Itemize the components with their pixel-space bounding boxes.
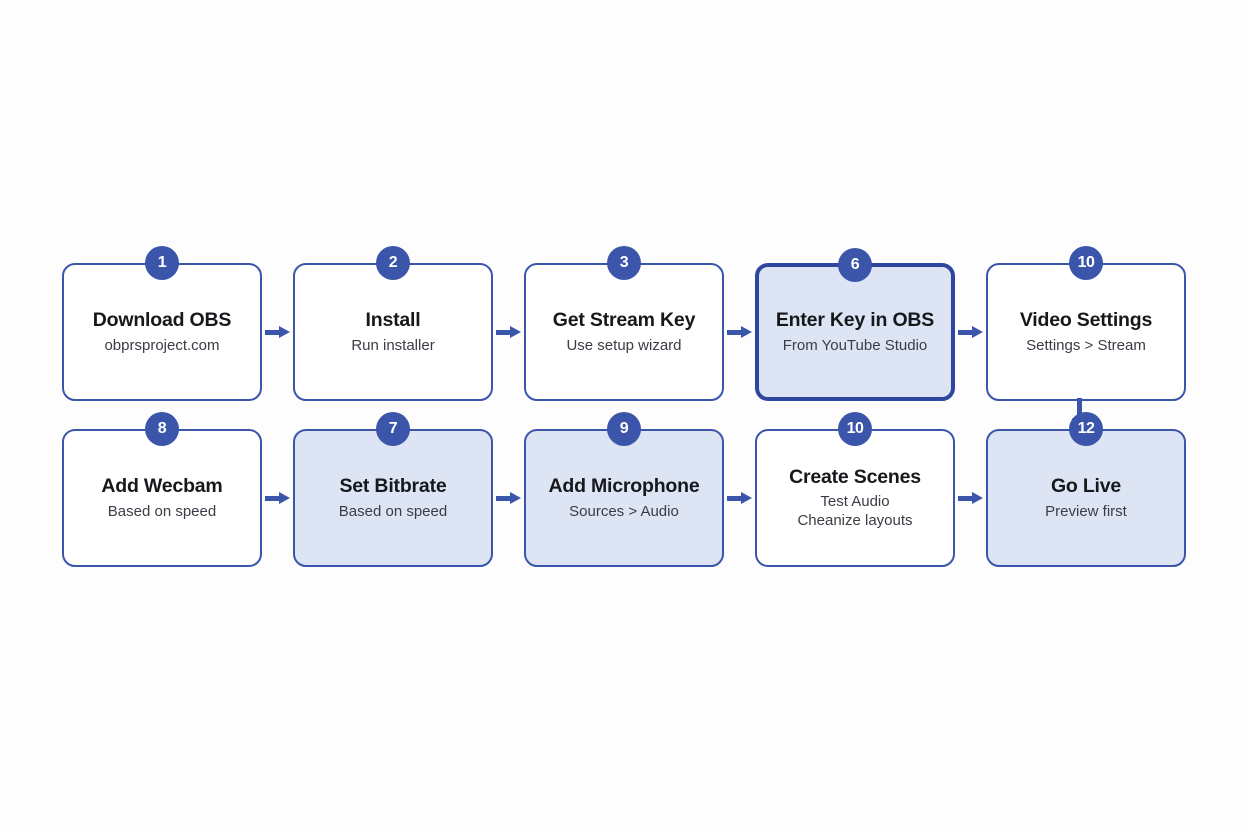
step-number-badge: 10 xyxy=(838,412,872,446)
flow-node-get-stream-key[interactable]: 3 Get Stream Key Use setup wizard xyxy=(524,246,724,401)
node-subtitle: Settings > Stream xyxy=(1026,336,1146,354)
arrow-head xyxy=(741,326,752,338)
flow-node-download-obs[interactable]: 1 Download OBS obprsproject.com xyxy=(62,246,262,401)
step-number-badge: 2 xyxy=(376,246,410,280)
node-title: Add Wecbam xyxy=(101,475,223,498)
arrow-right-icon xyxy=(496,492,521,504)
arrow-head xyxy=(279,492,290,504)
flow-node-set-bitrate[interactable]: 7 Set Bitbrate Based on speed xyxy=(293,412,493,567)
node-subtitle: Based on speed xyxy=(338,502,448,520)
node-title: Install xyxy=(365,309,421,332)
arrow-head xyxy=(972,492,983,504)
flow-row-bottom: 8 Add Wecbam Based on speed 7 Set Bitbra… xyxy=(62,412,1186,567)
flow-node-video-settings[interactable]: 10 Video Settings Settings > Stream xyxy=(986,246,1186,401)
connector-arrow-right xyxy=(724,429,755,567)
arrow-right-icon xyxy=(958,326,983,338)
flow-node-create-scenes[interactable]: 10 Create Scenes Test Audio Cheanize lay… xyxy=(755,412,955,567)
arrow-shaft xyxy=(727,496,743,501)
arrow-right-icon xyxy=(265,326,290,338)
arrow-right-icon xyxy=(496,326,521,338)
node-title: Download OBS xyxy=(92,309,232,332)
node-title: Create Scenes xyxy=(789,465,921,488)
connector-arrow-right xyxy=(955,263,986,401)
step-number-badge: 1 xyxy=(145,246,179,280)
flow-node-enter-key-in-obs[interactable]: 6 Enter Key in OBS From YouTube Studio xyxy=(755,248,955,401)
flow-node-install[interactable]: 2 Install Run installer xyxy=(293,246,493,401)
node-subtitle: Sources > Audio xyxy=(569,502,679,520)
arrow-shaft xyxy=(727,330,743,335)
node-title: Go Live xyxy=(1050,475,1122,498)
node-subtitle: Preview first xyxy=(1045,502,1127,520)
flow-node-add-microphone[interactable]: 9 Add Microphone Sources > Audio xyxy=(524,412,724,567)
node-title: Enter Key in OBS xyxy=(775,309,935,332)
step-number-badge: 6 xyxy=(838,248,872,282)
arrow-head xyxy=(510,492,521,504)
flow-node-add-webcam[interactable]: 8 Add Wecbam Based on speed xyxy=(62,412,262,567)
arrow-head xyxy=(510,326,521,338)
step-number-badge: 12 xyxy=(1069,412,1103,446)
arrow-shaft xyxy=(1076,398,1082,418)
step-number-badge: 7 xyxy=(376,412,410,446)
arrow-shaft xyxy=(958,496,974,501)
arrow-head xyxy=(741,492,752,504)
node-title: Set Bitbrate xyxy=(339,475,447,498)
arrow-right-icon xyxy=(727,492,752,504)
flow-node-go-live[interactable]: 12 Go Live Preview first xyxy=(986,412,1186,567)
node-title: Get Stream Key xyxy=(552,309,696,332)
node-subtitle: From YouTube Studio xyxy=(782,336,928,354)
connector-arrow-right xyxy=(262,263,293,401)
arrow-head xyxy=(972,326,983,338)
connector-arrow-right xyxy=(493,263,524,401)
arrow-right-icon xyxy=(727,326,752,338)
arrow-head xyxy=(279,326,290,338)
arrow-shaft xyxy=(265,330,281,335)
node-subtitle-line2: Cheanize layouts xyxy=(797,511,913,529)
step-number-badge: 9 xyxy=(607,412,641,446)
node-title: Video Settings xyxy=(1019,309,1153,332)
arrow-shaft xyxy=(496,330,512,335)
step-number-badge: 10 xyxy=(1069,246,1103,280)
arrow-shaft xyxy=(496,496,512,501)
connector-arrow-right xyxy=(262,429,293,567)
connector-arrow-right xyxy=(493,429,524,567)
arrow-shaft xyxy=(958,330,974,335)
node-subtitle: Based on speed xyxy=(107,502,217,520)
connector-arrow-right xyxy=(724,263,755,401)
step-number-badge: 3 xyxy=(607,246,641,280)
node-subtitle: Run installer xyxy=(351,336,435,354)
flow-row-top: 1 Download OBS obprsproject.com 2 Instal… xyxy=(62,246,1186,401)
node-subtitle: Test Audio xyxy=(820,493,890,511)
step-number-badge: 8 xyxy=(145,412,179,446)
arrow-right-icon xyxy=(958,492,983,504)
connector-arrow-right xyxy=(955,429,986,567)
arrow-right-icon xyxy=(265,492,290,504)
arrow-shaft xyxy=(265,496,281,501)
node-title: Add Microphone xyxy=(548,475,700,498)
node-subtitle: obprsproject.com xyxy=(104,336,220,354)
node-subtitle: Use setup wizard xyxy=(566,336,682,354)
